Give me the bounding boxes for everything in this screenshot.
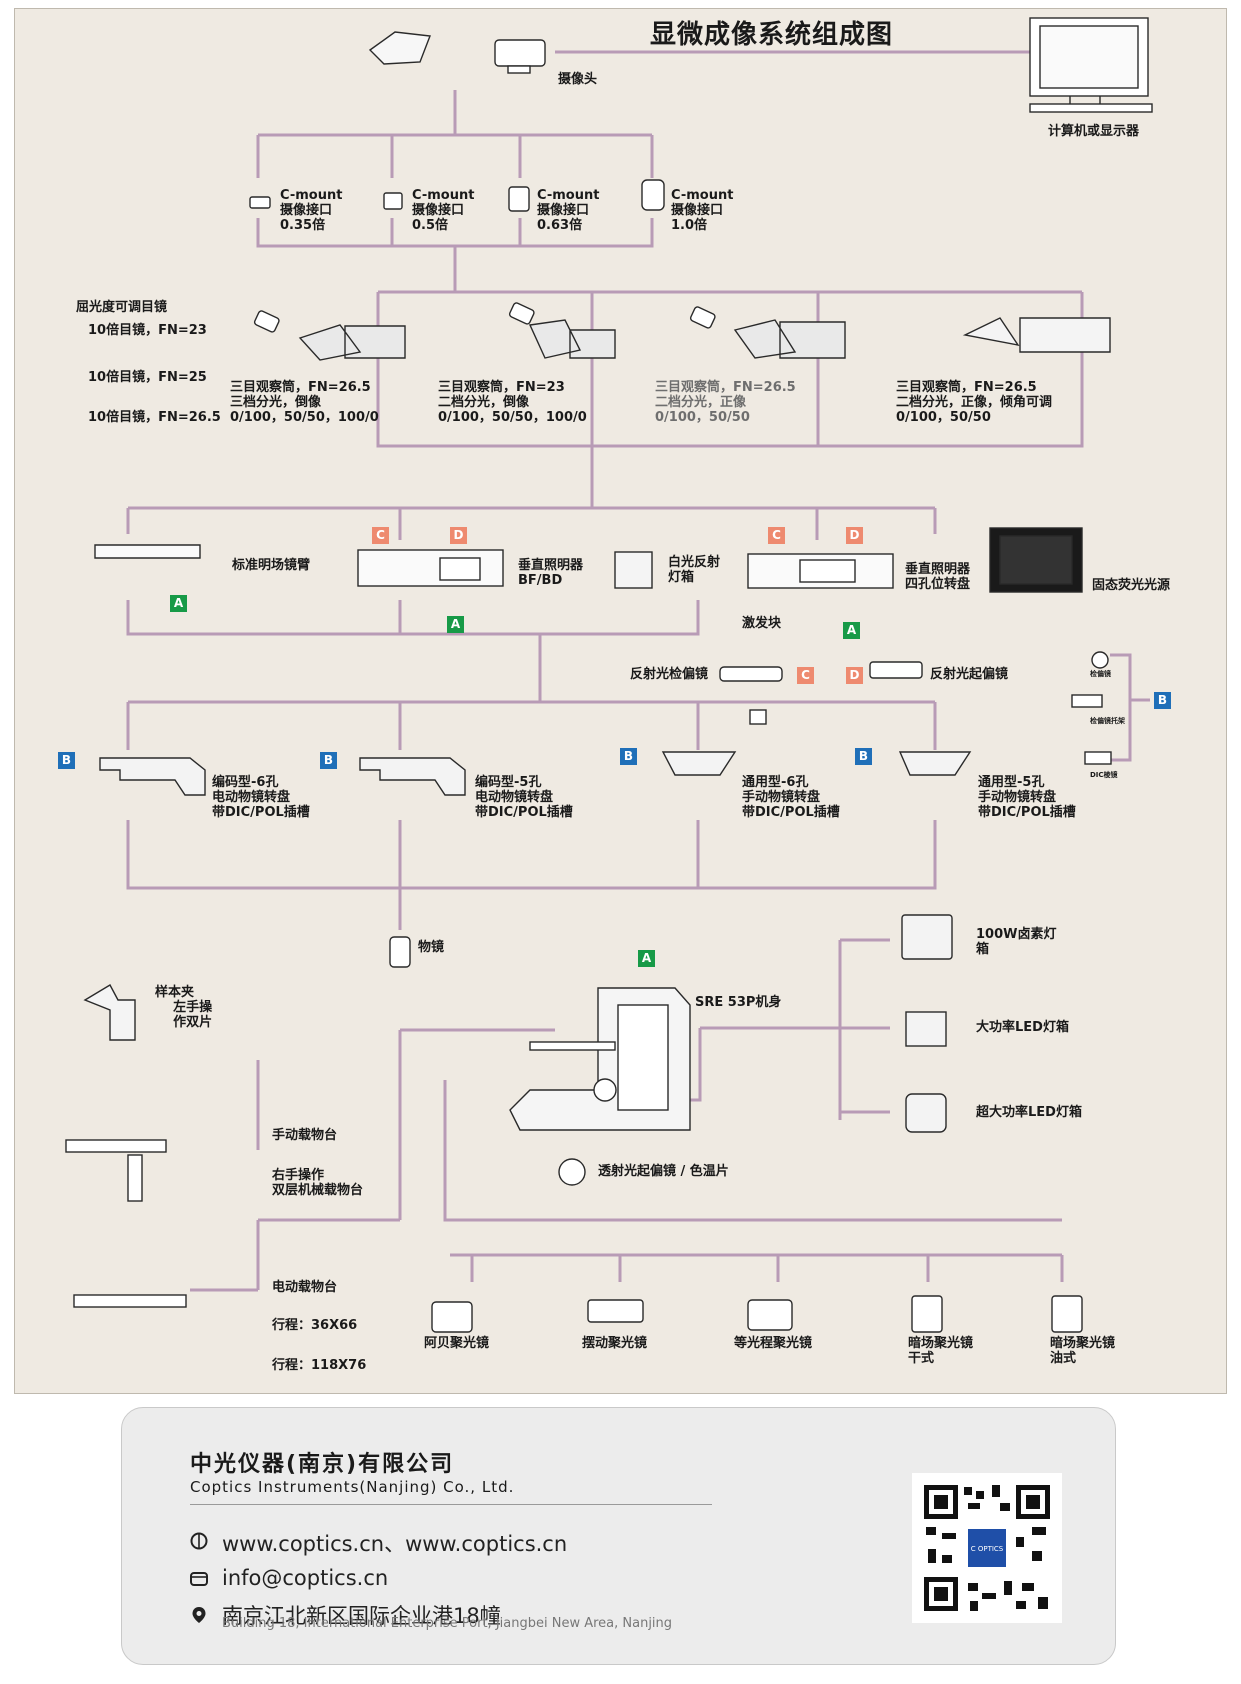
badge-d: D bbox=[846, 667, 863, 684]
qr-logo-text: C OPTICS bbox=[971, 1545, 1004, 1553]
address-en: Building 18, International Enterprise Po… bbox=[222, 1616, 673, 1631]
condenser-dark-oil-label: 暗场聚光镜 油式 bbox=[1050, 1336, 1116, 1366]
globe-icon bbox=[190, 1532, 208, 1550]
page-title: 显微成像系统组成图 bbox=[650, 20, 894, 50]
tube-4-label: 三目观察筒，FN=26.5 二档分光，正像，倾角可调 0/100，50/50 bbox=[896, 380, 1053, 425]
badge-c: C bbox=[797, 667, 814, 684]
cmount-035-label: C-mount 摄像接口 0.35倍 bbox=[280, 188, 343, 233]
badge-c: C bbox=[768, 527, 785, 544]
badge-a: A bbox=[447, 616, 464, 633]
condenser-dark-dry-label: 暗场聚光镜 干式 bbox=[908, 1336, 974, 1366]
stage-desc-label: 右手操作 双层机械载物台 bbox=[272, 1168, 364, 1198]
company-name-cn: 中光仪器(南京)有限公司 bbox=[190, 1452, 455, 1477]
divider bbox=[190, 1504, 712, 1505]
email-icon bbox=[190, 1572, 208, 1586]
arm-label: 标准明场镜臂 bbox=[232, 558, 311, 573]
tube-1-label: 三目观察筒，FN=26.5 三档分光，倒像 0/100，50/50，100/0 bbox=[230, 380, 379, 425]
website-link[interactable]: www.coptics.cn、www.coptics.cn bbox=[222, 1532, 568, 1556]
equipment-sketches bbox=[65, 17, 1153, 1333]
badge-b: B bbox=[855, 748, 872, 765]
condenser-swing-label: 摆动聚光镜 bbox=[582, 1336, 648, 1351]
address-cn: 南京江北新区国际企业港18幢 bbox=[222, 1604, 501, 1628]
cmount-05-label: C-mount 摄像接口 0.5倍 bbox=[412, 188, 475, 233]
tube-2-label: 三目观察筒，FN=23 二档分光，倒像 0/100，50/50，100/0 bbox=[438, 380, 587, 425]
qr-code-image: C OPTICS bbox=[912, 1473, 1062, 1623]
badge-b: B bbox=[1154, 692, 1171, 709]
eyepiece-fn25: 10倍目镜，FN=25 bbox=[88, 370, 207, 385]
nosepiece-2-label: 编码型-5孔 电动物镜转盘 带DIC/POL插槽 bbox=[475, 775, 573, 820]
polarizer-label: 反射光起偏镜 bbox=[930, 667, 1009, 682]
nosepiece-1-label: 编码型-6孔 电动物镜转盘 带DIC/POL插槽 bbox=[212, 775, 310, 820]
cmount-063-label: C-mount 摄像接口 0.63倍 bbox=[537, 188, 600, 233]
analyzer-holder-label: 检偏镜托架 bbox=[1090, 717, 1125, 725]
email-link[interactable]: info@coptics.cn bbox=[222, 1566, 389, 1590]
white-light-box-label: 白光反射 灯箱 bbox=[668, 555, 721, 585]
transmitted-polarizer-label: 透射光起偏镜 / 色温片 bbox=[598, 1164, 729, 1179]
badge-a: A bbox=[638, 950, 655, 967]
nosepiece-3-label: 通用型-6孔 手动物镜转盘 带DIC/POL插槽 bbox=[742, 775, 840, 820]
analyzer-label: 反射光检偏镜 bbox=[630, 667, 709, 682]
eyepiece-fn265: 10倍目镜，FN=26.5 bbox=[88, 410, 221, 425]
badge-d: D bbox=[450, 527, 467, 544]
badge-d: D bbox=[846, 527, 863, 544]
vertical-illuminator-4-label: 垂直照明器 四孔位转盘 bbox=[905, 562, 971, 592]
badge-b: B bbox=[320, 752, 337, 769]
eyepiece-fn23: 10倍目镜，FN=23 bbox=[88, 323, 207, 338]
analyzer-small-label: 检偏镜 bbox=[1090, 670, 1111, 678]
tube-3-label: 三目观察筒，FN=26.5 二档分光，正像 0/100，50/50 bbox=[655, 380, 796, 425]
dic-prism-label: DIC棱镜 bbox=[1090, 771, 1118, 779]
badge-b: B bbox=[58, 752, 75, 769]
location-pin-icon bbox=[192, 1607, 206, 1623]
travel-1-label: 行程：36X66 bbox=[272, 1318, 358, 1333]
super-led-label: 超大功率LED灯箱 bbox=[976, 1105, 1082, 1120]
connector-lines bbox=[126, 50, 1150, 1292]
objective-label: 物镜 bbox=[418, 940, 445, 955]
excitation-block-label: 激发块 bbox=[742, 616, 782, 631]
nosepiece-4-label: 通用型-5孔 手动物镜转盘 带DIC/POL插槽 bbox=[978, 775, 1076, 820]
connector-diagram bbox=[65, 17, 1153, 1333]
camera-label: 摄像头 bbox=[558, 72, 598, 87]
clip-label: 样本夹 左手操 作双片 bbox=[155, 985, 213, 1030]
halogen-label: 100W卤素灯 箱 bbox=[976, 927, 1057, 957]
manual-stage-label: 手动载物台 bbox=[272, 1128, 338, 1143]
badge-b: B bbox=[620, 748, 637, 765]
led-label: 大功率LED灯箱 bbox=[976, 1020, 1069, 1035]
solid-light-source-label: 固态荧光光源 bbox=[1092, 578, 1171, 593]
frame-label: SRE 53P机身 bbox=[695, 995, 782, 1010]
badge-a: A bbox=[843, 622, 860, 639]
computer-label: 计算机或显示器 bbox=[1048, 124, 1140, 139]
motor-stage-label: 电动载物台 bbox=[272, 1280, 338, 1295]
eyepiece-title: 屈光度可调目镜 bbox=[76, 300, 168, 315]
vertical-illuminator-label: 垂直照明器 BF/BD bbox=[518, 558, 584, 588]
condenser-parfocal-label: 等光程聚光镜 bbox=[734, 1336, 813, 1351]
cmount-10-label: C-mount 摄像接口 1.0倍 bbox=[671, 188, 734, 233]
badge-c: C bbox=[372, 527, 389, 544]
badge-a: A bbox=[170, 595, 187, 612]
travel-2-label: 行程：118X76 bbox=[272, 1358, 367, 1373]
company-footer: 中光仪器(南京)有限公司 Coptics Instruments(Nanjing… bbox=[121, 1407, 1116, 1665]
company-name-en: Coptics Instruments(Nanjing) Co., Ltd. bbox=[190, 1478, 515, 1496]
condenser-abbe-label: 阿贝聚光镜 bbox=[424, 1336, 490, 1351]
